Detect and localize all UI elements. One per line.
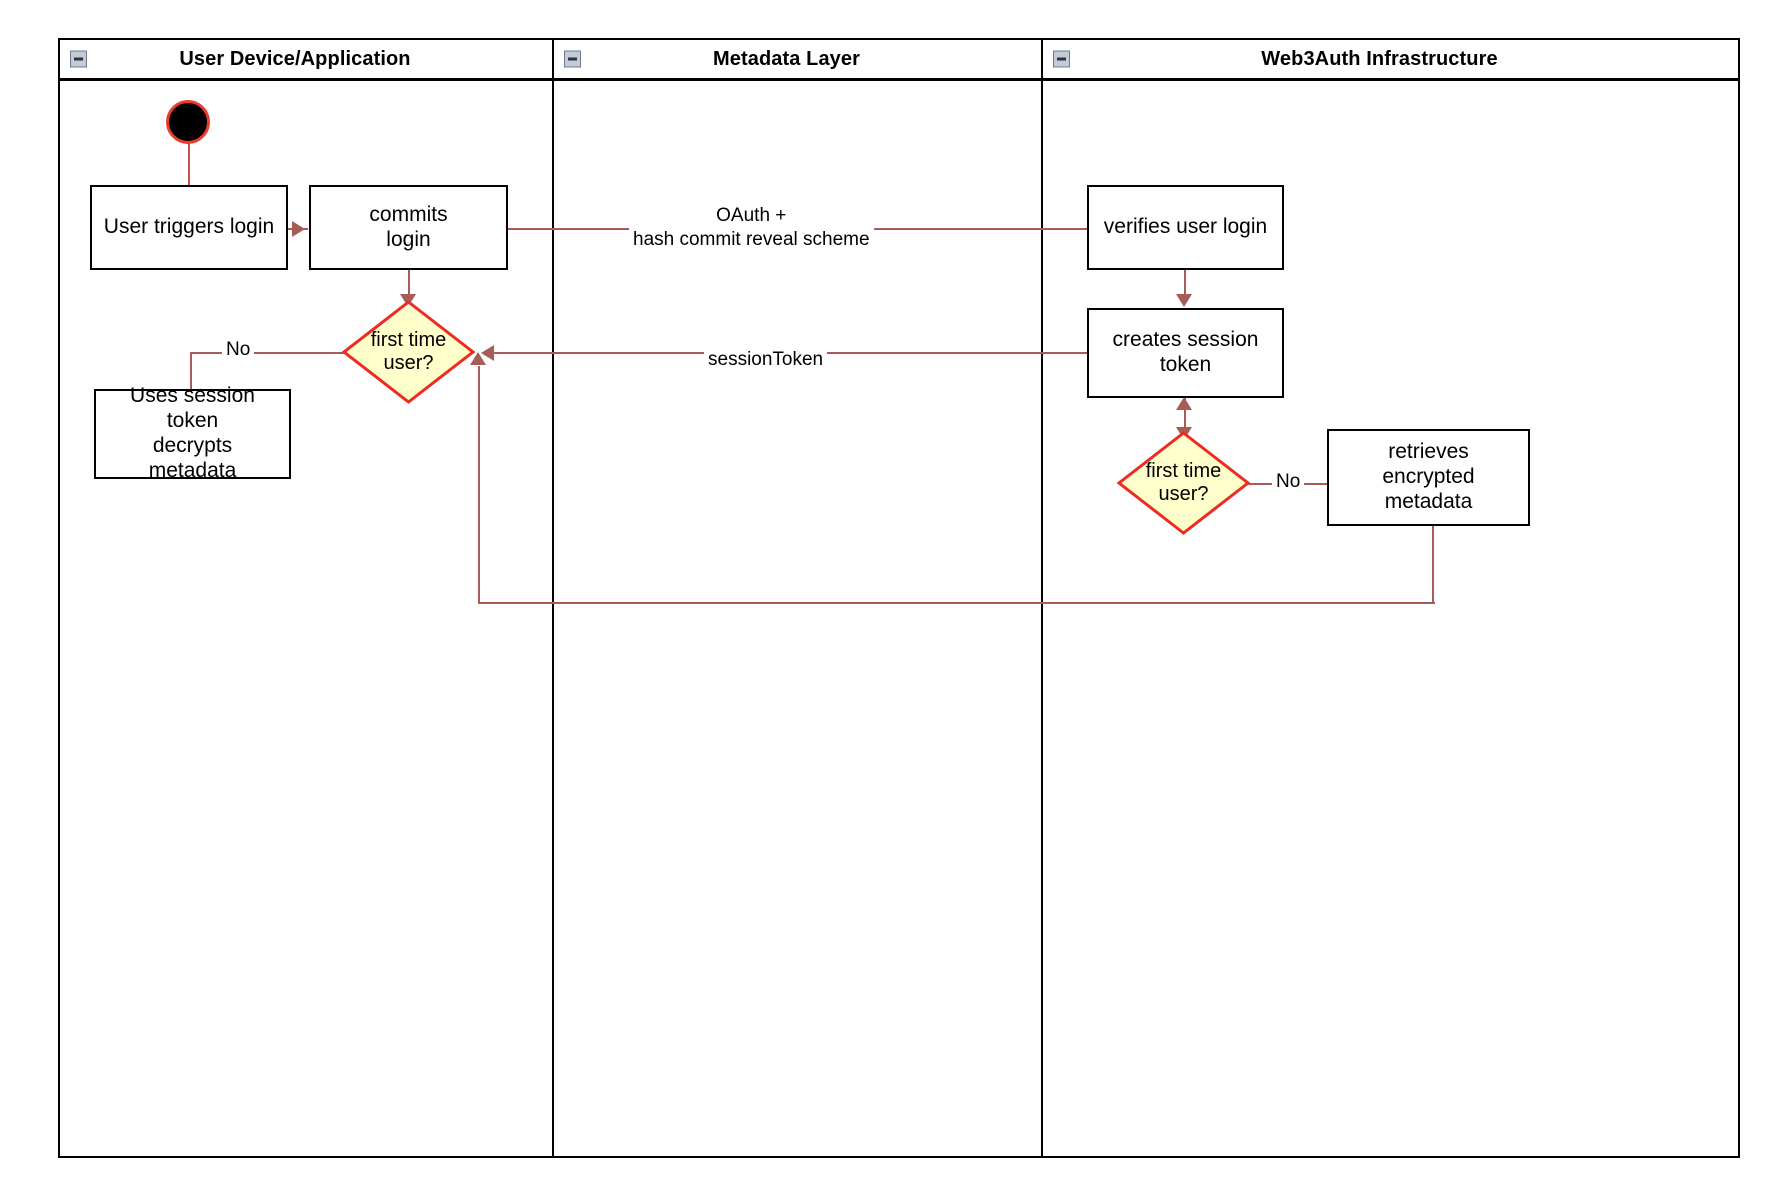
lane-title-metadata-layer: Metadata Layer (712, 47, 860, 70)
initial-node (166, 100, 210, 144)
arrowhead-right (292, 221, 305, 237)
edge-label-oauth-line1: OAuth + (716, 205, 787, 226)
activity-uses-session-token[interactable]: Uses session token decrypts metadata (94, 384, 291, 482)
activity-creates-session-token[interactable]: creates session token (1087, 308, 1284, 398)
edge-start-to-user-triggers (188, 142, 190, 186)
edge-label-oauth-line2: hash commit reveal scheme (633, 228, 870, 250)
activity-commits-login[interactable]: commits login (309, 185, 508, 270)
edge-creates-to-right-decision (1184, 398, 1186, 440)
collapse-minus-icon[interactable] (70, 50, 87, 68)
activity-user-triggers-login[interactable]: User triggers login (90, 185, 288, 270)
edge-commits-to-decision (408, 269, 410, 299)
activity-label: verifies user login (1103, 215, 1268, 239)
arrowhead-up (470, 352, 486, 365)
activity-label-line2: token (1159, 353, 1212, 376)
edge-label-oauth: OAuth + hash commit reveal scheme (629, 204, 874, 252)
activity-label-line1: Uses session (130, 384, 255, 408)
edge-no-left-drop (190, 352, 192, 390)
decision-first-time-user-right[interactable]: first time user? (1116, 431, 1251, 535)
lane-header-metadata-layer[interactable]: Metadata Layer (552, 38, 1043, 80)
decision-shape-icon (1116, 431, 1251, 535)
activity-retrieves-encrypted-metadata[interactable]: retrieves encrypted metadata (1327, 429, 1530, 526)
lane-header-web3auth[interactable]: Web3Auth Infrastructure (1041, 38, 1740, 80)
edge-verifies-to-creates (1184, 269, 1186, 301)
arrowhead-down (1176, 294, 1192, 307)
lane-title-user-device: User Device/Application (179, 47, 411, 70)
activity-label-line1: retrieves encrypted (1382, 440, 1475, 489)
collapse-minus-icon[interactable] (564, 50, 581, 68)
activity-label-line1: creates session (1112, 328, 1259, 352)
activity-label-line2: metadata (1384, 489, 1473, 513)
edge-metadata-up-to-decision (478, 366, 480, 604)
lane-header-user-device[interactable]: User Device/Application (58, 38, 554, 80)
edge-no-left-branch (190, 352, 346, 354)
edge-metadata-long-left (478, 602, 1435, 604)
decision-first-time-user-left[interactable]: first time user? (341, 300, 476, 404)
activity-label-line2: login (386, 227, 431, 251)
edge-label-no-right: No (1272, 470, 1305, 494)
decision-shape-icon (341, 300, 476, 404)
activity-label-line3: decrypts metadata (148, 434, 237, 482)
edge-label-session-token: sessionToken (704, 348, 828, 372)
edge-metadata-down (1432, 526, 1434, 604)
arrowhead-up (1176, 397, 1192, 410)
activity-label-line2: token (166, 409, 219, 433)
collapse-minus-icon[interactable] (1053, 50, 1070, 68)
activity-label: User triggers login (103, 215, 275, 239)
edge-label-no-left: No (222, 338, 255, 362)
activity-verifies-user-login[interactable]: verifies user login (1087, 185, 1284, 270)
lane-body-web3auth (1041, 79, 1740, 1158)
lane-title-web3auth: Web3Auth Infrastructure (1261, 47, 1498, 70)
activity-label-line1: commits (369, 202, 448, 226)
